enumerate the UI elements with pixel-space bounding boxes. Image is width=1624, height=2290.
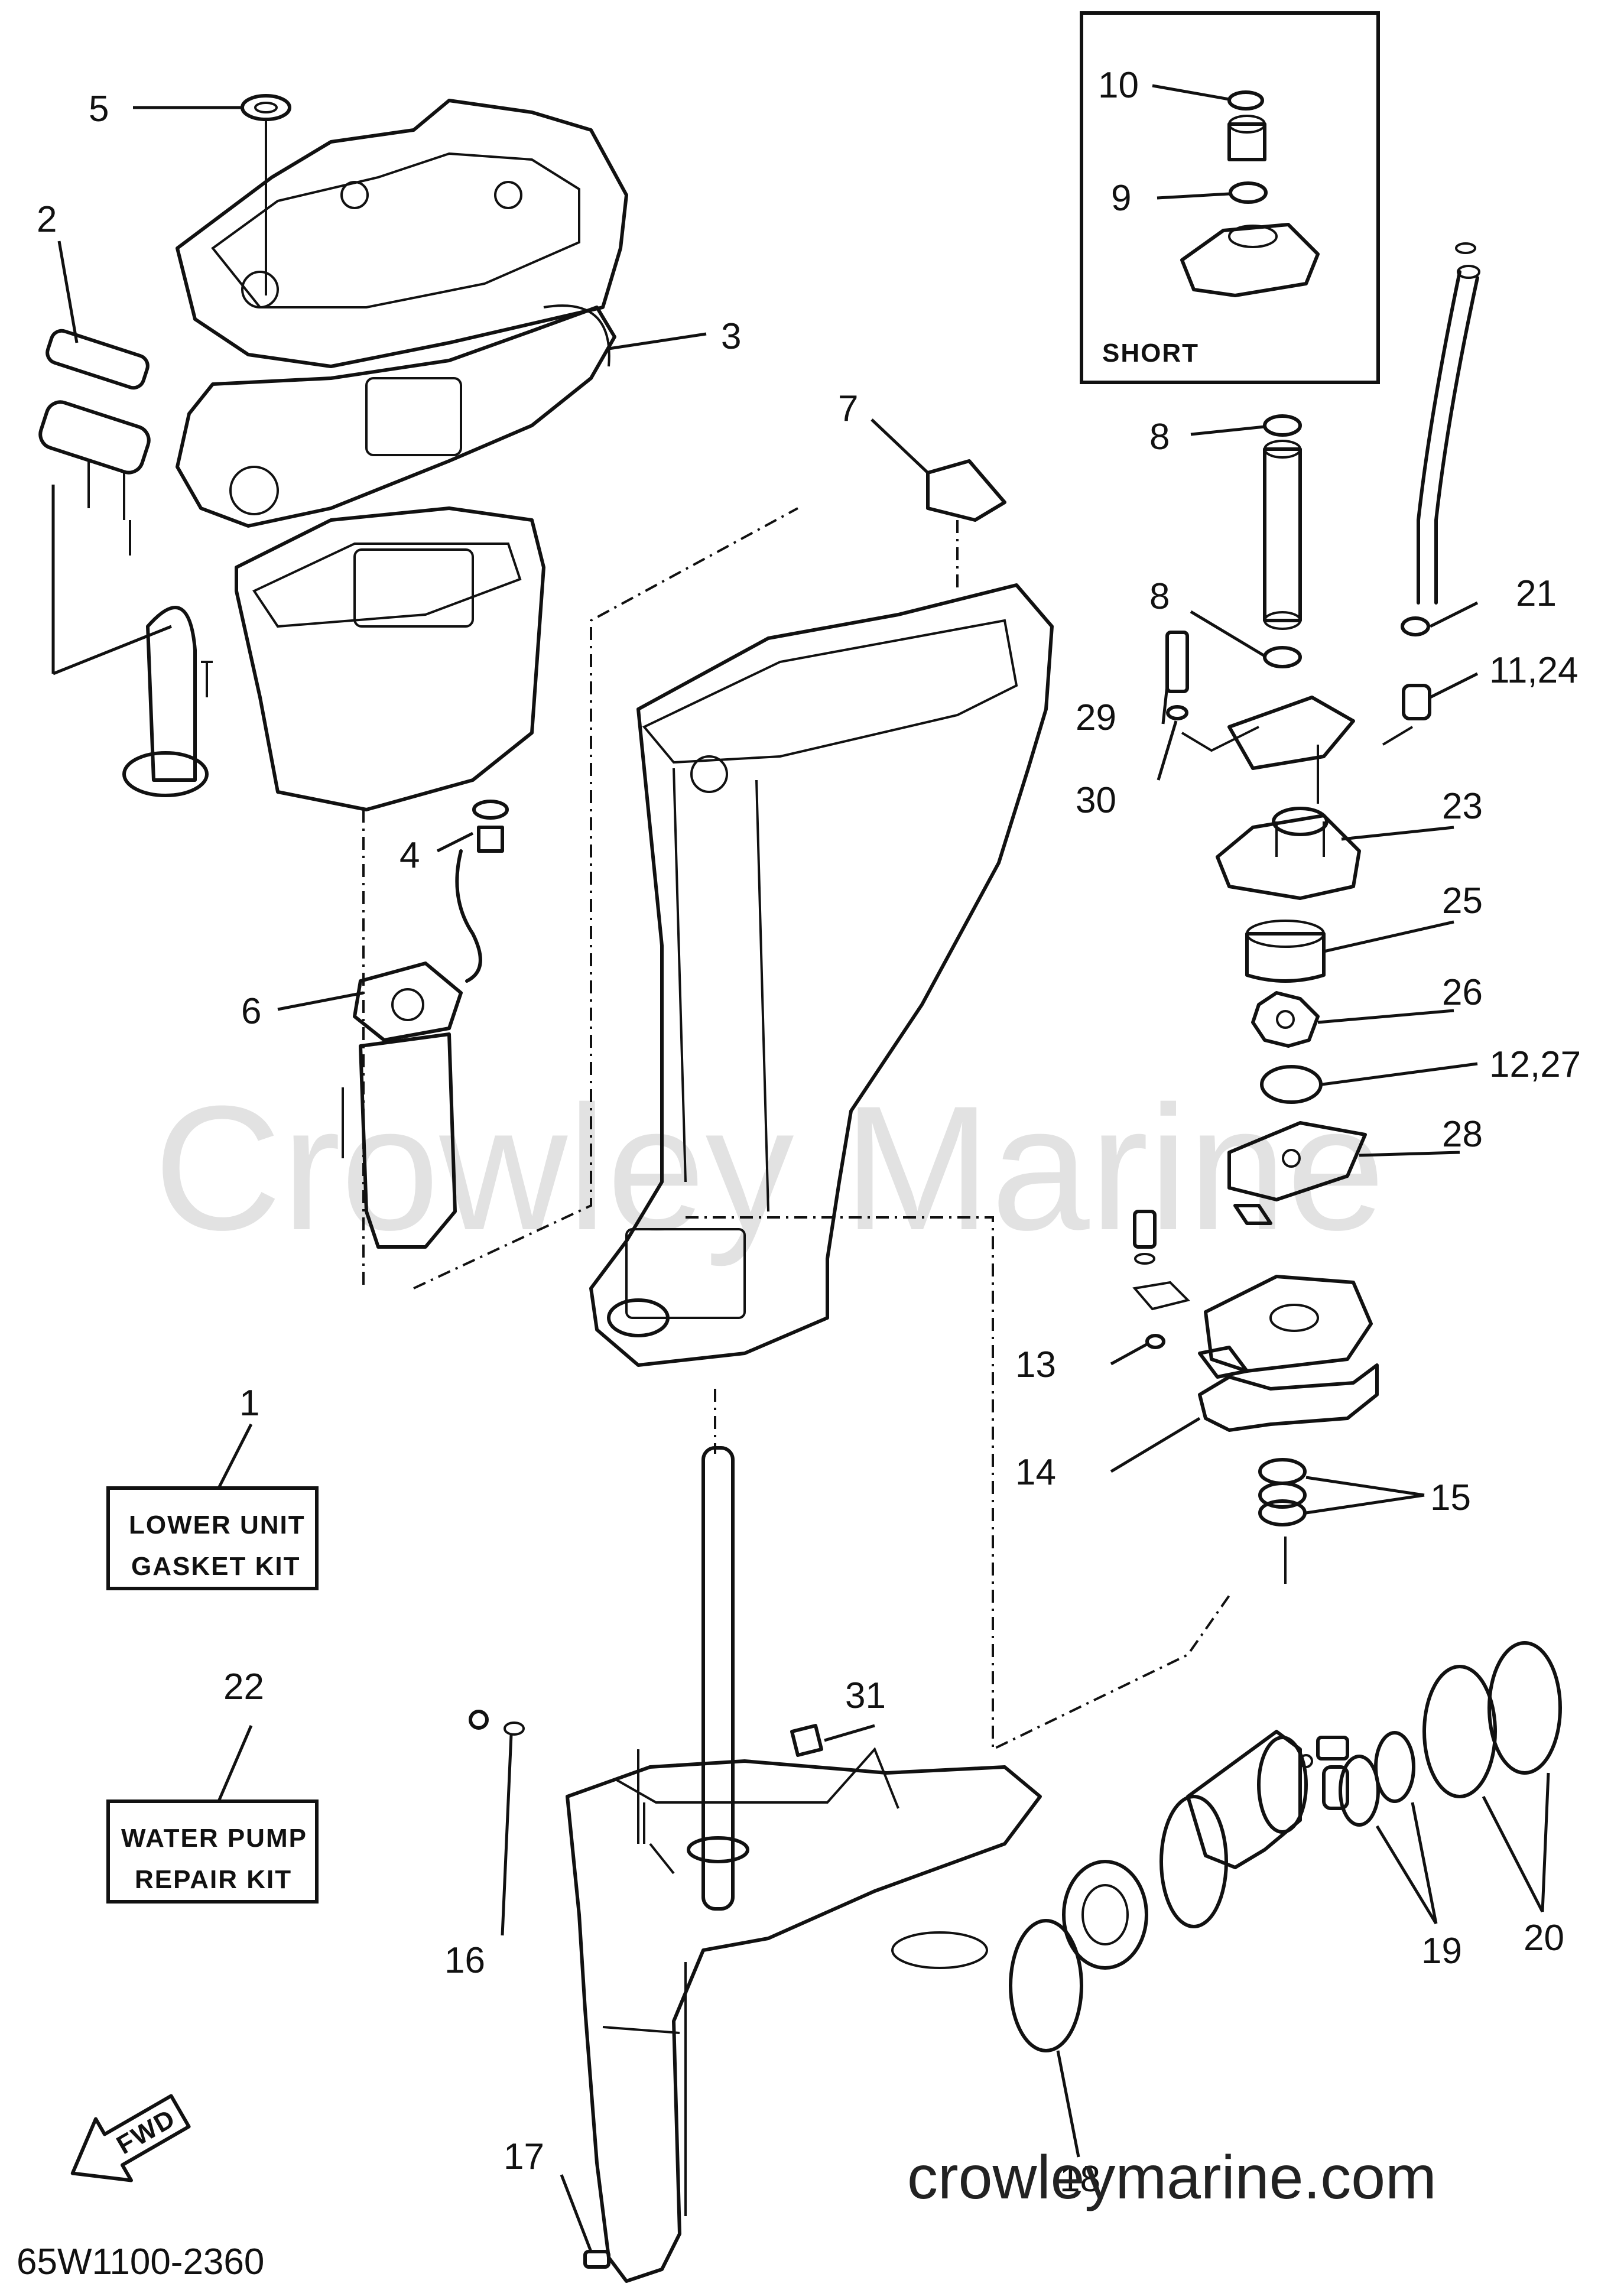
bearing bbox=[1062, 1860, 1148, 1970]
callout-19: 19 bbox=[1421, 1931, 1462, 1971]
part-19-seal-a bbox=[1339, 1755, 1380, 1827]
part-4-drain-gasket bbox=[472, 800, 509, 820]
short-part-10-o-ring bbox=[1227, 90, 1264, 111]
part-12-27-o-ring bbox=[1260, 1065, 1323, 1104]
callout-31: 31 bbox=[845, 1675, 886, 1716]
callout-14: 14 bbox=[1015, 1452, 1056, 1493]
part-8-o-ring-top bbox=[1263, 414, 1302, 437]
callout-15: 15 bbox=[1430, 1477, 1471, 1518]
short-box bbox=[1080, 11, 1380, 384]
oil-pickup bbox=[146, 606, 197, 782]
short-part-9-o-ring bbox=[1229, 181, 1268, 204]
part-29-bolt bbox=[1165, 631, 1189, 693]
water-pump-kit-line2: REPAIR KIT bbox=[135, 1865, 292, 1894]
fwd-arrow-icon bbox=[70, 2094, 191, 2182]
part-13-pin bbox=[1145, 1334, 1165, 1349]
callout-8-bottom: 8 bbox=[1149, 576, 1170, 617]
lower-unit-kit-line1: LOWER UNIT bbox=[129, 1511, 306, 1539]
website-url: crowleymarine.com bbox=[907, 2143, 1437, 2212]
part-25-insert bbox=[1245, 932, 1326, 983]
part-21-grommet bbox=[1401, 616, 1430, 636]
part-20-o-ring-b bbox=[1487, 1641, 1562, 1775]
part-30-washer bbox=[1166, 705, 1188, 720]
part-17-drain bbox=[583, 2250, 610, 2269]
part-11-24-fitting bbox=[1402, 684, 1431, 720]
lower-pump-housing bbox=[1204, 1275, 1373, 1373]
part-2-gasket bbox=[46, 329, 150, 390]
part-15-seal-c bbox=[1258, 1499, 1307, 1526]
part-28-plate bbox=[1227, 1121, 1367, 1201]
part-16-screw bbox=[469, 1710, 489, 1730]
part-18-o-ring bbox=[1009, 1919, 1083, 2052]
watermark: Crowley Marine bbox=[154, 1068, 1385, 1268]
callout-25: 25 bbox=[1442, 881, 1483, 921]
callout-23: 23 bbox=[1442, 786, 1483, 827]
part-31-anode bbox=[790, 1724, 823, 1757]
callout-7: 7 bbox=[838, 388, 858, 429]
callout-1: 1 bbox=[239, 1383, 259, 1424]
upper-casing bbox=[176, 99, 628, 368]
callout-21: 21 bbox=[1516, 573, 1557, 614]
gear-case bbox=[566, 1759, 1042, 2283]
part-5-seal bbox=[241, 94, 291, 121]
water-pump-group bbox=[1132, 242, 1480, 1584]
part-14-gasket bbox=[1198, 1363, 1379, 1432]
part-15-seal-a bbox=[1258, 1458, 1307, 1485]
part-6-gasket bbox=[353, 962, 463, 1042]
leader-lines bbox=[57, 84, 1550, 2252]
water-pump-kit-box: WATER PUMP REPAIR KIT bbox=[106, 1799, 319, 1904]
part-19-seal-b bbox=[1374, 1731, 1415, 1803]
callout-26: 26 bbox=[1442, 972, 1483, 1013]
lower-case-group bbox=[469, 1389, 1042, 2283]
callout-labels: 5 2 3 4 6 7 10 9 8 8 21 11,24 29 30 23 2… bbox=[37, 65, 1581, 2200]
callout-10: 10 bbox=[1098, 65, 1139, 106]
callout-3: 3 bbox=[721, 316, 741, 357]
part-26-impeller bbox=[1251, 991, 1320, 1048]
callout-9: 9 bbox=[1111, 178, 1131, 219]
callout-20: 20 bbox=[1524, 1918, 1564, 1958]
upper-casing-group bbox=[38, 94, 628, 1288]
short-inset: SHORT bbox=[1080, 11, 1380, 384]
part-7-damper bbox=[926, 459, 1006, 522]
callout-11-24: 11,24 bbox=[1489, 650, 1578, 691]
part-20-o-ring-a bbox=[1422, 1665, 1497, 1798]
part-15-seal-b bbox=[1258, 1482, 1307, 1509]
callout-5: 5 bbox=[89, 89, 109, 129]
callout-28: 28 bbox=[1442, 1114, 1483, 1155]
callout-29: 29 bbox=[1076, 697, 1116, 738]
prop-shaft-housing bbox=[1186, 1730, 1302, 1869]
water-pump-kit-line1: WATER PUMP bbox=[121, 1824, 307, 1853]
water-tube bbox=[1263, 447, 1302, 622]
callout-18: 18 bbox=[1060, 2159, 1100, 2200]
short-label: SHORT bbox=[1102, 339, 1199, 368]
callout-12-27: 12,27 bbox=[1489, 1044, 1581, 1085]
callout-13: 13 bbox=[1015, 1344, 1056, 1385]
oil-pan bbox=[235, 506, 545, 811]
cooling-hose bbox=[1417, 270, 1479, 605]
diagram-code: 65W1100-2360 bbox=[17, 2242, 264, 2282]
callout-2: 2 bbox=[37, 199, 57, 240]
part-3-gasket bbox=[176, 306, 616, 528]
part-23-pump-housing bbox=[1216, 814, 1361, 900]
fwd-arrow: FWD bbox=[70, 2094, 191, 2182]
lower-unit-kit-line2: GASKET KIT bbox=[131, 1552, 300, 1581]
callout-16: 16 bbox=[444, 1940, 485, 1981]
drive-shaft bbox=[701, 1446, 735, 1911]
callout-17: 17 bbox=[504, 2136, 544, 2177]
callout-8-top: 8 bbox=[1149, 417, 1170, 457]
exhaust-pipe bbox=[359, 1032, 457, 1249]
callout-6: 6 bbox=[241, 991, 261, 1032]
driveshaft-housing-group bbox=[413, 459, 1054, 1367]
prop-shaft-housing-group bbox=[686, 1216, 1562, 2052]
callout-4: 4 bbox=[399, 835, 420, 876]
exhaust-cover bbox=[38, 400, 151, 475]
driveshaft-housing bbox=[589, 583, 1054, 1367]
callout-30: 30 bbox=[1076, 780, 1116, 821]
callout-22: 22 bbox=[223, 1667, 264, 1707]
lower-unit-kit-box: LOWER UNIT GASKET KIT bbox=[106, 1486, 319, 1590]
part-8-o-ring-bottom bbox=[1263, 646, 1302, 668]
